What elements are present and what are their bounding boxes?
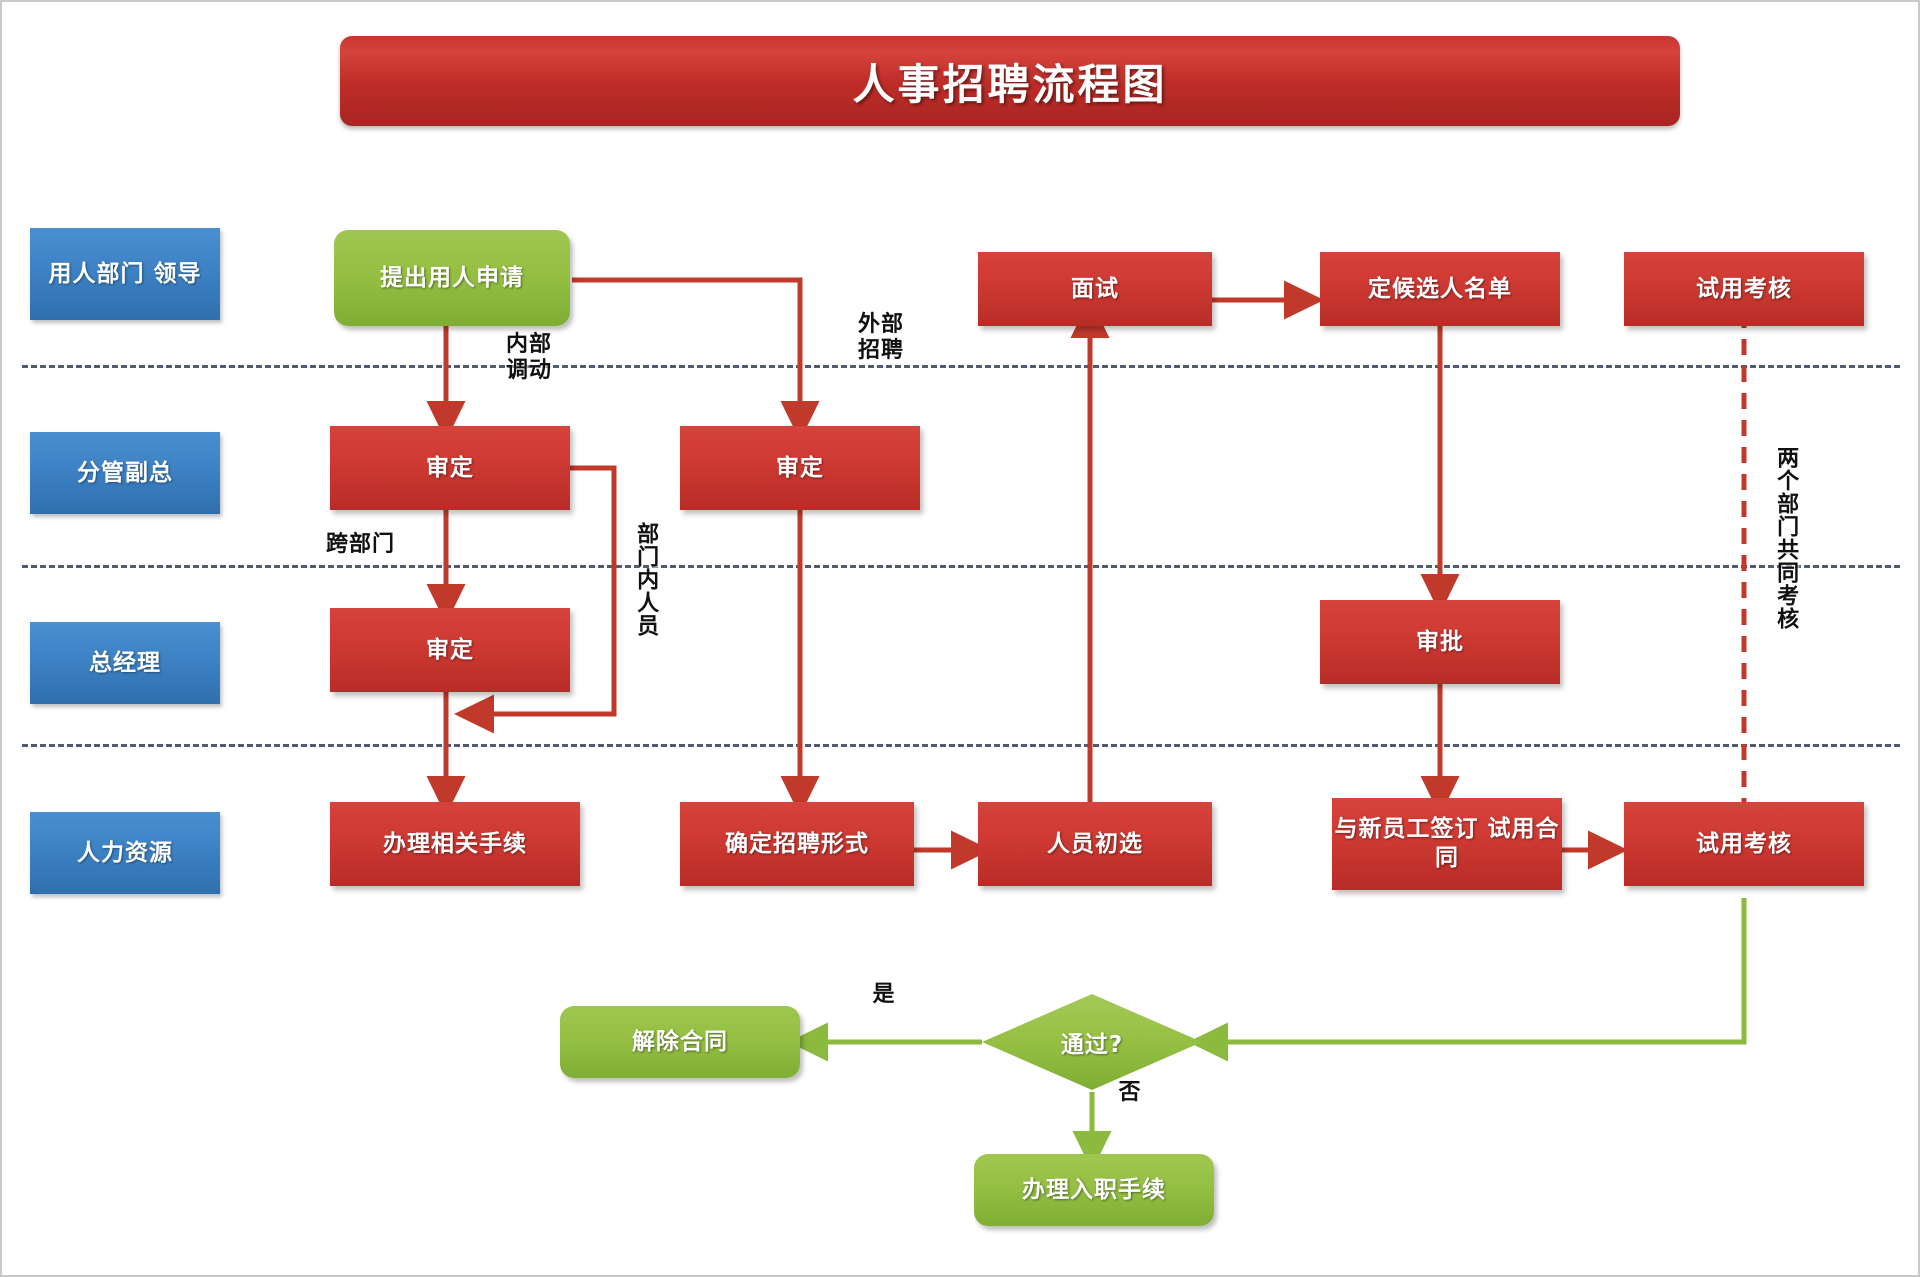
node-submit-hiring-request[interactable]: 提出用人申请: [334, 230, 570, 326]
node-review-vp-internal[interactable]: 审定: [330, 426, 570, 510]
node-probation-assessment-top[interactable]: 试用考核: [1624, 252, 1864, 326]
chart-title-banner: 人事招聘流程图: [340, 36, 1680, 126]
edge-label-cross-department: 跨部门: [326, 532, 396, 557]
node-interview[interactable]: 面试: [978, 252, 1212, 326]
decision-pass[interactable]: 通过?: [980, 992, 1204, 1092]
page-title: 人事招聘流程图: [852, 59, 1168, 109]
node-onboarding-formalities[interactable]: 办理入职手续: [974, 1154, 1214, 1226]
node-handle-formalities[interactable]: 办理相关手续: [330, 802, 580, 886]
edge-label-external-recruitment: 外部 招聘: [857, 312, 904, 364]
lane-divider-3: [22, 744, 1900, 747]
node-candidate-prescreen[interactable]: 人员初选: [978, 802, 1212, 886]
lane-label-hiring-dept-leader: 用人部门 领导: [30, 228, 220, 320]
edge-label-yes: 是: [872, 982, 896, 1007]
node-review-gm[interactable]: 审定: [330, 608, 570, 692]
node-determine-recruitment-form[interactable]: 确定招聘形式: [680, 802, 914, 886]
node-probation-assessment-hr[interactable]: 试用考核: [1624, 802, 1864, 886]
edge-label-within-department-staff: 部门内人员: [633, 522, 659, 637]
node-review-vp-external[interactable]: 审定: [680, 426, 920, 510]
edge-label-no: 否: [1118, 1080, 1142, 1105]
lane-label-vice-president: 分管副总: [30, 432, 220, 514]
lane-divider-2: [22, 565, 1900, 568]
edge-label-internal-transfer: 内部 调动: [505, 332, 552, 384]
node-sign-probation-contract[interactable]: 与新员工签订 试用合同: [1332, 798, 1562, 890]
node-terminate-contract[interactable]: 解除合同: [560, 1006, 800, 1078]
decision-label: 通过?: [1060, 1032, 1124, 1058]
decision-diamond-shape: [982, 994, 1202, 1090]
lane-label-general-manager: 总经理: [30, 622, 220, 704]
lane-label-human-resources: 人力资源: [30, 812, 220, 894]
lane-divider-1: [22, 365, 1900, 368]
node-candidate-shortlist[interactable]: 定候选人名单: [1320, 252, 1560, 326]
node-approval[interactable]: 审批: [1320, 600, 1560, 684]
edge-label-joint-assessment: 两个部门共同考核: [1773, 446, 1799, 630]
